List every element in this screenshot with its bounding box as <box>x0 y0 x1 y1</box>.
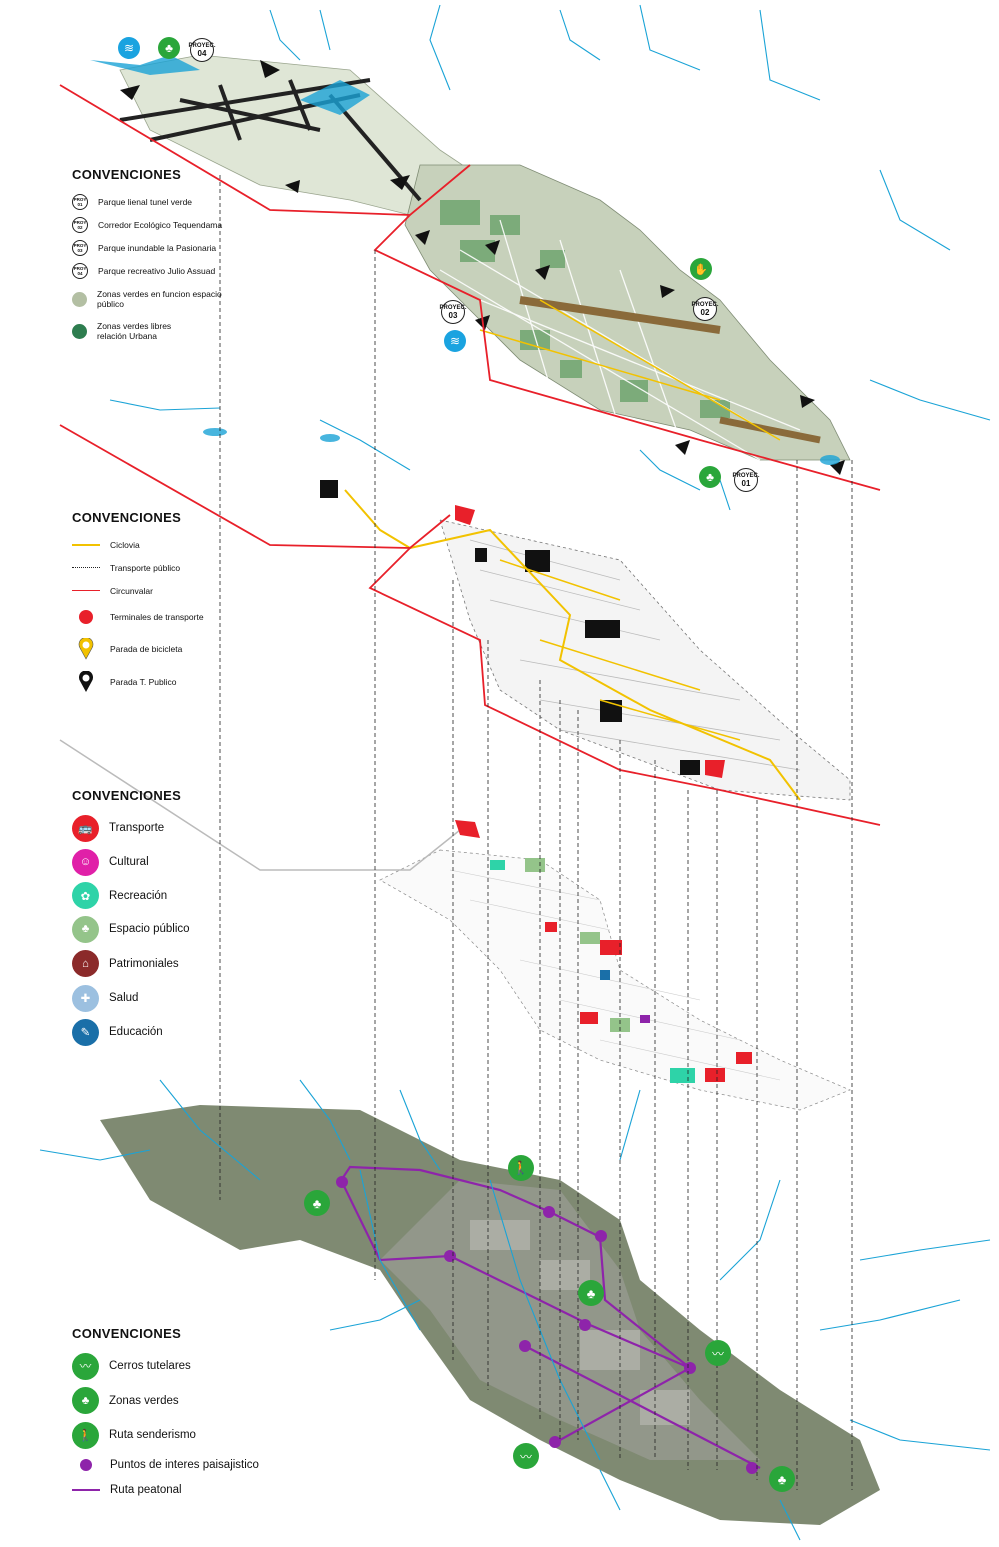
water-badge-icon: ≋ <box>118 37 140 59</box>
layer-green-structure <box>59 54 881 491</box>
legend-title: CONVENCIONES <box>72 1326 182 1341</box>
legend-item-cultural: ☺ Cultural <box>72 845 190 879</box>
hills-badge-icon: 〰 <box>513 1443 539 1469</box>
proyecto-01-badge: PROYEC.01 <box>733 468 760 492</box>
ruta-peatonal <box>339 1165 761 1469</box>
terminal-dot <box>79 610 93 624</box>
legend-equipment: CONVENCIONES 🚌 Transporte ☺ Cultural ✿ R… <box>72 788 190 1049</box>
hand-leaf-badge-icon: ✋ <box>690 258 712 280</box>
health-icon: ✚ <box>72 984 99 1012</box>
legend-item-green-public: Zonas verdes en funcion espacio público <box>72 282 227 316</box>
legend-landscape: CONVENCIONES 〰 Cerros tutelares ♣ Zonas … <box>72 1326 259 1502</box>
tree-bench-icon: ♣ <box>72 915 99 943</box>
hiker-badge-icon: 🚶 <box>508 1155 534 1181</box>
legend-item-salud: ✚ Salud <box>72 981 190 1015</box>
recreation-icon: ✿ <box>72 882 99 909</box>
legend-title: CONVENCIONES <box>72 167 182 182</box>
bus-icon: 🚌 <box>72 814 99 842</box>
hills-badge-icon: 〰 <box>705 1340 731 1366</box>
legend-title: CONVENCIONES <box>72 788 182 803</box>
legend-item-ruta-peatonal: Ruta peatonal <box>72 1478 259 1502</box>
ciclovia-line <box>72 543 100 546</box>
theater-masks-icon: ☺ <box>72 848 99 876</box>
swatch <box>72 291 87 307</box>
water-badge-icon: ≋ <box>444 330 466 352</box>
layer-landscape <box>100 1105 880 1525</box>
legend-item-green-free: Zonas verdes libres relación Urbana <box>72 316 227 346</box>
trees-icon: ♣ <box>72 1387 99 1414</box>
legend-title: CONVENCIONES <box>72 510 182 525</box>
legend-item-educacion: ✎ Educación <box>72 1015 190 1049</box>
legend-mobility: CONVENCIONES Ciclovia Transporte público… <box>72 510 204 698</box>
legend-item-espacio-publico: ♣ Espacio público <box>72 912 190 946</box>
poi-dot <box>80 1459 92 1471</box>
hiker-icon: 🚶 <box>72 1421 99 1449</box>
legend-item-parada-bici: Parada de bicicleta <box>72 632 204 666</box>
legend-item-puntos: Puntos de interes paisajistico <box>72 1452 259 1478</box>
projection-lines <box>219 175 853 1490</box>
education-icon: ✎ <box>72 1018 99 1046</box>
circunvalar-road-layer2 <box>59 424 881 826</box>
heritage-building-icon: ⌂ <box>72 950 99 977</box>
legend-item-transporte-publico: Transporte público <box>72 556 204 579</box>
proyecto-03-badge: PROYEC.03 <box>440 300 467 324</box>
transport-line <box>72 567 100 568</box>
trees-badge-icon: ♣ <box>769 1466 795 1492</box>
legend-item-zonas-verdes: ♣ Zonas verdes <box>72 1383 259 1418</box>
legend-item-patrimoniales: ⌂ Patrimoniales <box>72 946 190 981</box>
hills-icon: 〰 <box>72 1352 99 1380</box>
trees-badge-icon: ♣ <box>158 37 180 59</box>
legend-item-terminales: Terminales de transporte <box>72 602 204 632</box>
ciclovia-path <box>344 489 801 801</box>
legend-item-circunvalar: Circunvalar <box>72 579 204 602</box>
legend-item-recreacion: ✿ Recreación <box>72 879 190 912</box>
circunvalar-line <box>72 590 100 591</box>
proyecto-02-badge: PROYEC.02 <box>692 297 719 321</box>
bicycle-pin-icon <box>78 638 94 660</box>
legend-item-senderismo: 🚶 Ruta senderismo <box>72 1418 259 1452</box>
legend-item-cerros: 〰 Cerros tutelares <box>72 1349 259 1383</box>
trees-badge-icon: ♣ <box>699 466 721 488</box>
legend-item-parada-tpublico: Parada T. Publico <box>72 666 204 698</box>
proyecto-04-badge: PROYEC.04 <box>189 38 216 62</box>
bus-pin-icon <box>79 671 93 692</box>
legend-item-transporte: 🚌 Transporte <box>72 811 190 845</box>
layer-equipment <box>59 739 851 1111</box>
pedestrian-line <box>72 1489 100 1491</box>
river-network <box>39 4 991 1541</box>
trees-badge-icon: ♣ <box>304 1190 330 1216</box>
swatch <box>72 323 87 339</box>
legend-item-ciclovia: Ciclovia <box>72 533 204 556</box>
layer-mobility <box>59 424 881 826</box>
trees-badge-icon: ♣ <box>578 1280 604 1306</box>
